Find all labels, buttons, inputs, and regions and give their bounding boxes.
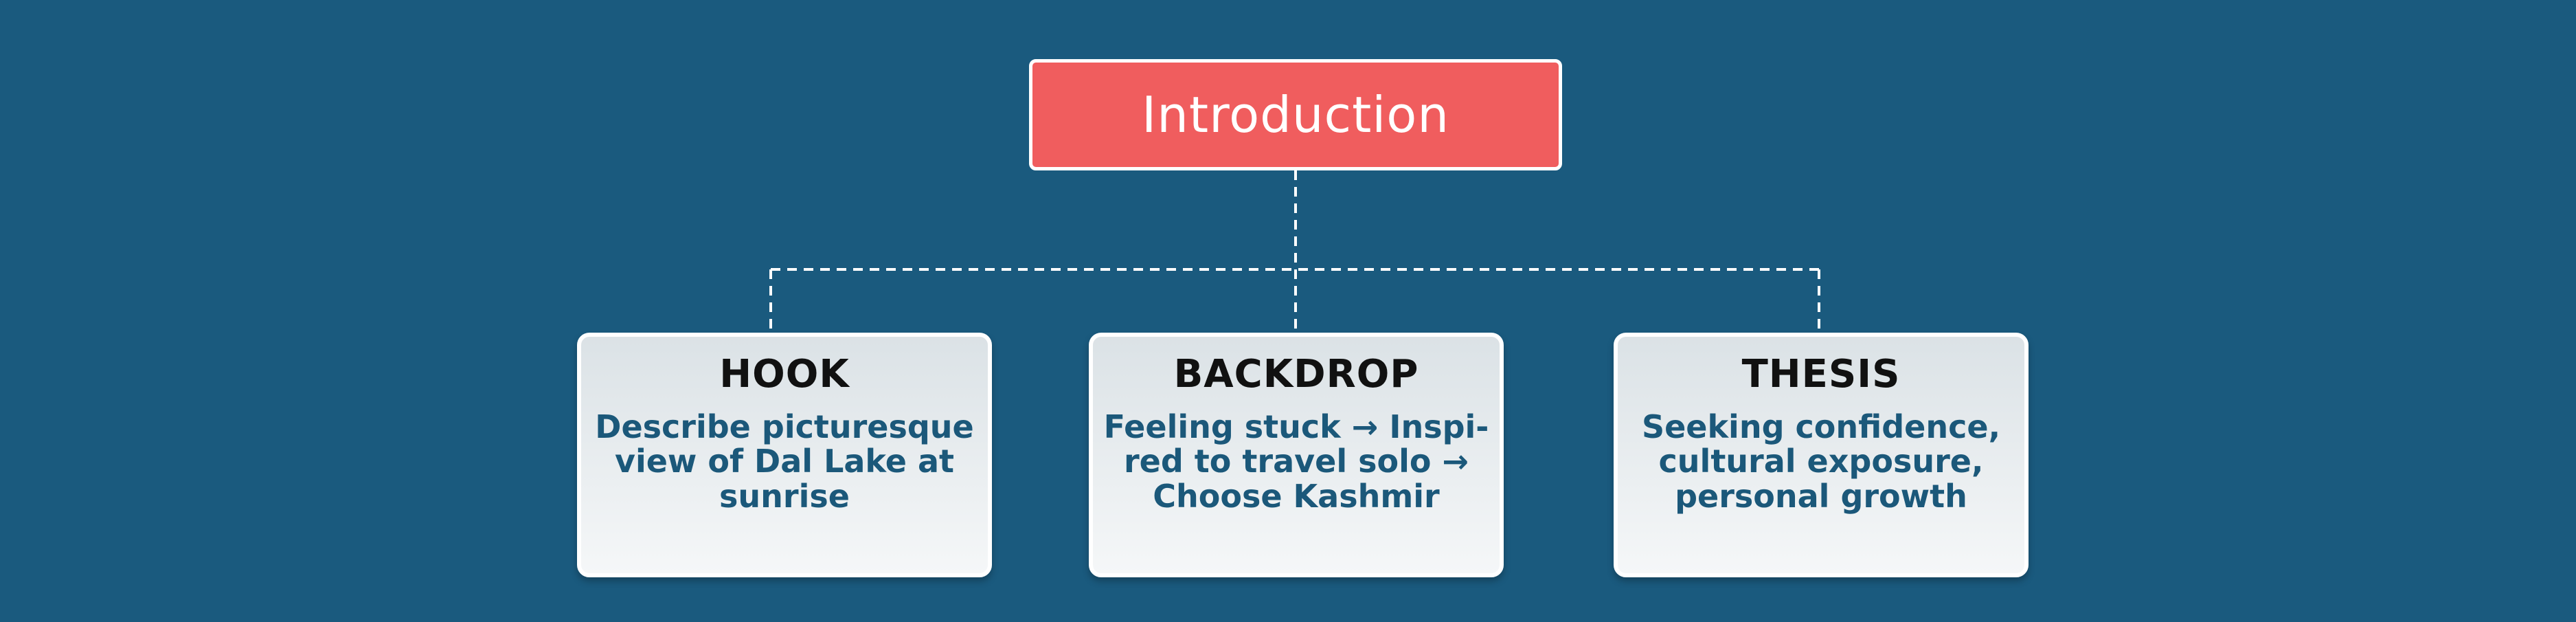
- root-node-label: Introduction: [1141, 86, 1449, 144]
- branch-node-description: Feeling stuck → Inspi- red to travel sol…: [1100, 408, 1493, 515]
- branch-node-title: THESIS: [1741, 352, 1901, 397]
- description-line: Choose Kashmir: [1153, 477, 1440, 515]
- branch-node-description: Seeking confidence, cultural exposure, p…: [1625, 408, 2018, 515]
- description-line: red to travel solo →: [1123, 443, 1469, 480]
- description-line: sunrise: [719, 477, 850, 515]
- description-line: view of Dal Lake at: [614, 443, 955, 480]
- branch-node-title: BACKDROP: [1173, 352, 1419, 397]
- branch-node-title: HOOK: [719, 352, 850, 397]
- branch-node-hook: HOOK Describe picturesque view of Dal La…: [577, 333, 992, 577]
- branch-node-thesis: THESIS Seeking confidence, cultural expo…: [1614, 333, 2029, 577]
- description-line: cultural exposure,: [1658, 443, 1984, 480]
- description-line: Seeking confidence,: [1641, 408, 2001, 445]
- root-node-introduction: Introduction: [1029, 59, 1562, 170]
- branch-node-description: Describe picturesque view of Dal Lake at…: [588, 408, 981, 515]
- branch-node-backdrop: BACKDROP Feeling stuck → Inspi- red to t…: [1089, 333, 1504, 577]
- description-line: Feeling stuck → Inspi-: [1103, 408, 1489, 445]
- description-line: Describe picturesque: [595, 408, 974, 445]
- description-line: personal growth: [1675, 477, 1967, 515]
